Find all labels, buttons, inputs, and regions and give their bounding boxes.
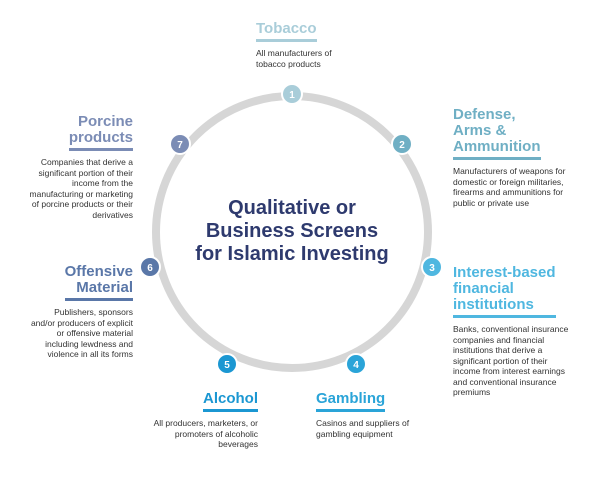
item-porcine: Porcine products Companies that derive a… [22, 114, 133, 220]
node-2: 2 [391, 133, 413, 155]
center-title: Qualitative or Business Screens for Isla… [168, 197, 416, 266]
item-defense: Defense, Arms & Ammunition Manufacturers… [453, 107, 593, 208]
label-alcohol: Alcohol [203, 391, 258, 412]
label-offensive: Offensive Material [64, 264, 133, 301]
desc-tobacco: All manufacturers of tobacco products [256, 48, 332, 69]
label-defense: Defense, Arms & Ammunition [453, 107, 541, 160]
desc-interest: Banks, conventional insurance companies … [453, 324, 569, 397]
item-alcohol: Alcohol All producers, marketers, or pro… [140, 390, 258, 450]
label-tobacco: Tobacco [256, 21, 317, 42]
node-5: 5 [216, 353, 238, 375]
node-6: 6 [139, 256, 161, 278]
item-interest: Interest-based financial institutions Ba… [453, 265, 593, 398]
label-porcine: Porcine products [68, 114, 133, 151]
item-gambling: Gambling Casinos and suppliers of gambli… [316, 390, 446, 439]
label-interest: Interest-based financial institutions [453, 265, 556, 318]
desc-offensive: Publishers, sponsors and/or producers of… [30, 307, 133, 359]
label-gambling: Gambling [316, 391, 386, 412]
center-title-line-1: Qualitative or [228, 197, 356, 219]
node-3: 3 [421, 256, 443, 278]
desc-porcine: Companies that derive a significant port… [29, 157, 133, 220]
node-4: 4 [345, 353, 367, 375]
desc-alcohol: All producers, marketers, or promoters o… [153, 418, 258, 449]
node-7: 7 [169, 133, 191, 155]
item-offensive: Offensive Material Publishers, sponsors … [30, 264, 133, 360]
node-1: 1 [281, 83, 303, 105]
item-tobacco: Tobacco All manufacturers of tobacco pro… [256, 20, 376, 69]
desc-defense: Manufacturers of weapons for domestic or… [453, 166, 566, 208]
center-title-line-2: Business Screens [205, 220, 379, 242]
desc-gambling: Casinos and suppliers of gambling equipm… [316, 418, 410, 439]
center-title-line-3: for Islamic Investing [195, 243, 389, 265]
